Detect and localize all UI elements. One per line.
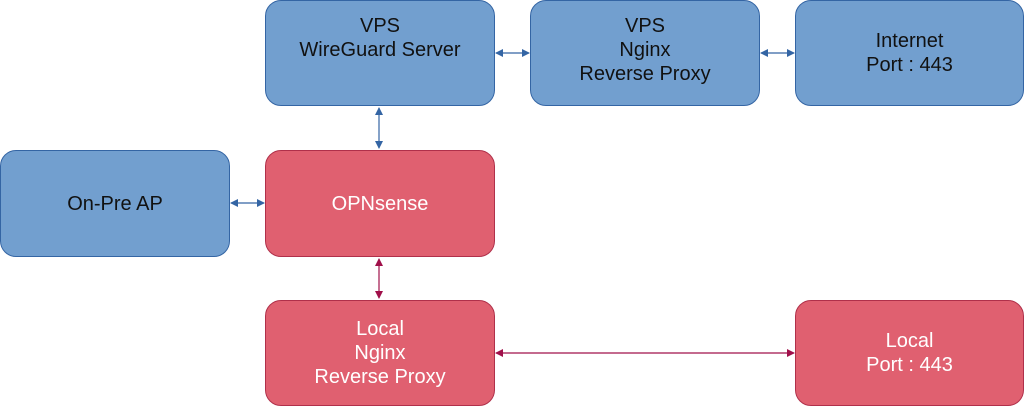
node-internet-port: Internet Port : 443 xyxy=(795,0,1024,106)
node-label: VPS WireGuard Server xyxy=(299,15,461,61)
node-local-port: Local Port : 443 xyxy=(795,300,1024,406)
node-label: On-Pre AP xyxy=(67,192,163,215)
node-vps-wireguard-server: VPS WireGuard Server xyxy=(265,0,495,106)
node-local-nginx-reverse-proxy: Local Nginx Reverse Proxy xyxy=(265,300,495,406)
node-on-pre-ap: On-Pre AP xyxy=(0,150,230,257)
node-label: Internet Port : 443 xyxy=(866,30,953,76)
node-vps-nginx-reverse-proxy: VPS Nginx Reverse Proxy xyxy=(530,0,760,106)
node-label: OPNsense xyxy=(331,192,429,215)
node-label: VPS Nginx Reverse Proxy xyxy=(579,15,711,85)
node-label: Local Nginx Reverse Proxy xyxy=(314,318,446,388)
node-opnsense: OPNsense xyxy=(265,150,495,257)
node-label: Local Port : 443 xyxy=(866,330,953,376)
